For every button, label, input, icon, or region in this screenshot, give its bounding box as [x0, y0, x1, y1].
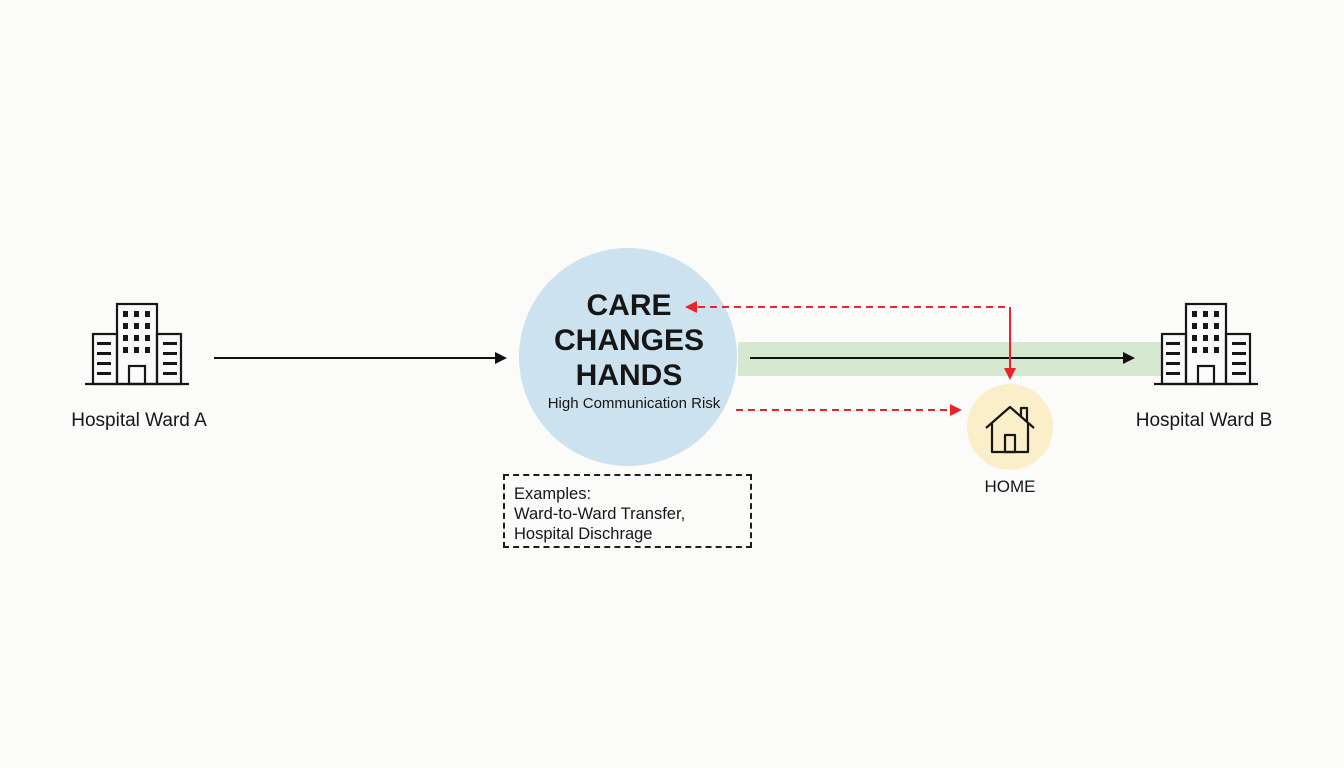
home-circle: [967, 384, 1053, 470]
hospital-building-icon: [1154, 302, 1258, 386]
house-icon: [985, 405, 1035, 454]
example-item: Ward-to-Ward Transfer,: [514, 505, 686, 523]
hub-subtitle: High Communication Risk: [547, 395, 721, 412]
example-item: Hospital Dischrage: [514, 525, 653, 543]
ward-b-label: Hospital Ward B: [1135, 410, 1273, 431]
examples-box: Examples: Ward-to-Ward Transfer, Hospita…: [503, 474, 752, 548]
examples-heading: Examples:: [514, 485, 592, 503]
home-label: HOME: [984, 477, 1036, 496]
hub-title-line-2: CHANGES: [553, 324, 704, 357]
risk-arrow-feedback-to-hub: [685, 301, 1011, 374]
ward-a-label: Hospital Ward A: [71, 410, 207, 431]
hub-title-line-1: CARE: [586, 289, 672, 322]
hub-title-line-3: HANDS: [575, 359, 683, 392]
hub-circle: [519, 248, 737, 466]
hospital-building-icon: [85, 302, 189, 386]
